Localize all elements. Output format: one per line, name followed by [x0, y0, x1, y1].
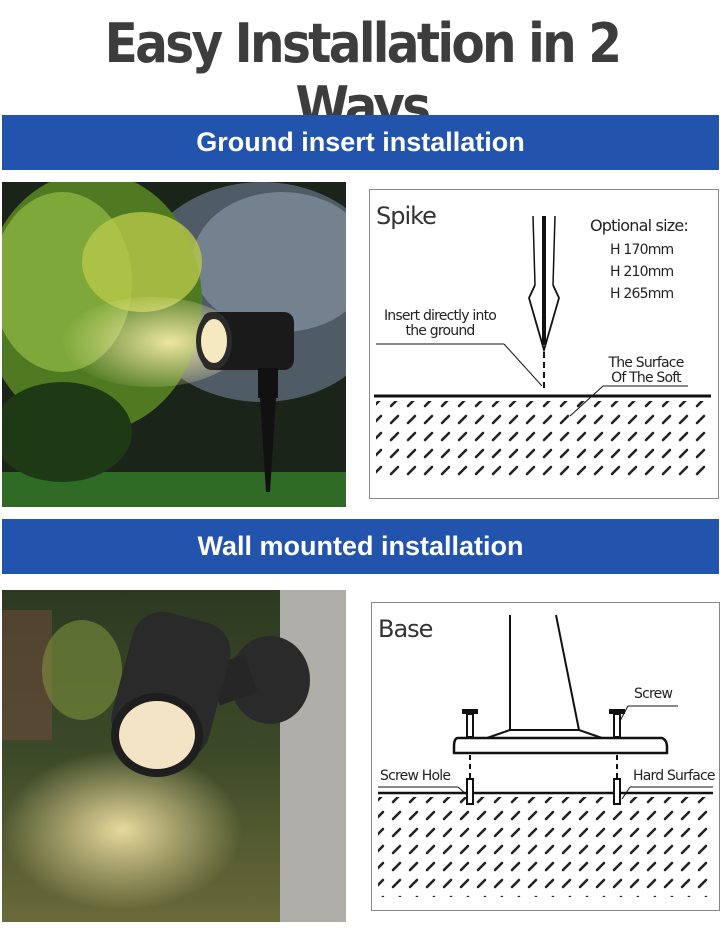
- photo-wall-spotlight: [2, 590, 346, 922]
- callout-insert-line1: Insert directly into: [383, 308, 497, 324]
- callout-insert-line2: the ground: [405, 323, 476, 339]
- diagram-spike: Spike Optional size: H 170mm H 210mm H 2…: [369, 189, 719, 499]
- callout-insert-ground: Insert directly into the ground: [376, 309, 504, 339]
- size-option-210: H 210mm: [610, 264, 674, 280]
- size-option-170: H 170mm: [610, 242, 674, 258]
- callout-screw-hole: Screw Hole: [380, 768, 451, 784]
- ground-spotlight-illustration: [2, 182, 346, 507]
- page-title: Easy Installation in 2 Ways: [104, 12, 622, 138]
- diagram-title-spike: Spike: [376, 202, 437, 230]
- size-option-265: H 265mm: [610, 286, 674, 302]
- optional-size-label: Optional size:: [590, 216, 689, 235]
- diagram-base: Base Screw Screw Hole Hard Surface: [371, 602, 720, 911]
- callout-hard-surface: Hard Surface: [633, 768, 715, 784]
- spike-diagram-drawing: [374, 215, 711, 479]
- callout-soil-surface: The Surface Of The Soft: [603, 356, 689, 386]
- photo-ground-spotlight: [2, 182, 346, 507]
- base-diagram-drawing: [378, 614, 713, 897]
- callout-soil-line2: Of The Soft: [611, 370, 682, 386]
- banner-wall-mounted: Wall mounted installation: [2, 519, 719, 574]
- callout-screw: Screw: [634, 686, 673, 702]
- banner-ground-insert: Ground insert installation: [2, 115, 719, 170]
- wall-spotlight-illustration: [2, 590, 346, 922]
- callout-soil-line1: The Surface: [608, 355, 684, 371]
- diagram-title-base: Base: [378, 615, 433, 643]
